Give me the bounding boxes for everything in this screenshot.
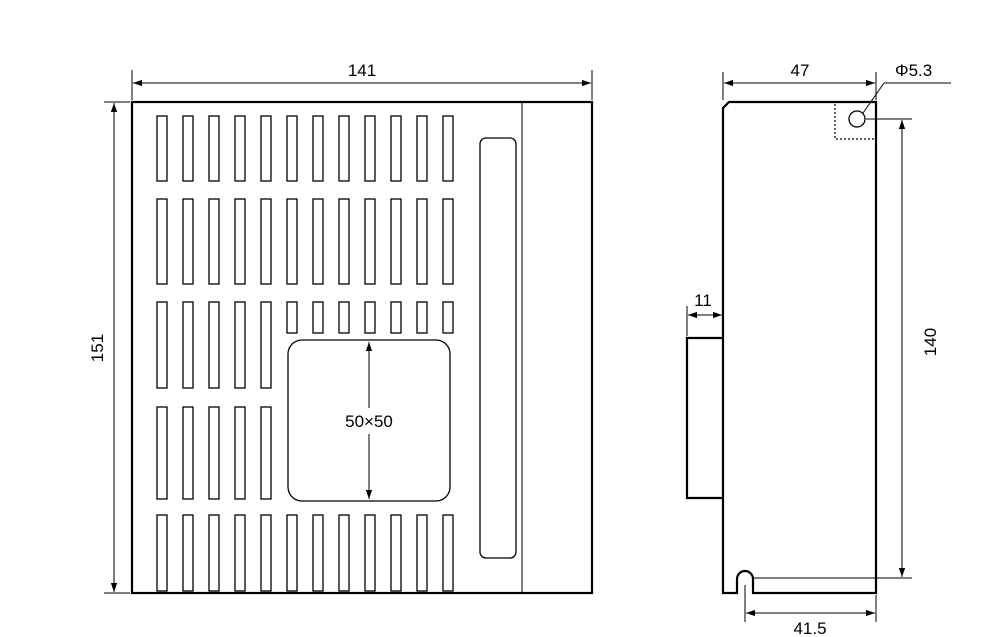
vent-slot xyxy=(156,301,168,389)
vent-slot xyxy=(338,514,350,592)
vent-slot xyxy=(182,115,194,182)
vent-slot xyxy=(260,514,272,592)
vent-slot xyxy=(338,198,350,285)
vent-slot xyxy=(208,301,220,389)
vent-slot xyxy=(260,406,272,500)
vent-slot xyxy=(208,198,220,285)
vent-slot xyxy=(156,115,168,182)
vent-slot xyxy=(234,514,246,592)
vent-slot xyxy=(338,115,350,182)
vent-slot xyxy=(286,115,298,182)
vent-slot xyxy=(364,198,376,285)
vent-slot xyxy=(390,514,402,592)
vent-slot xyxy=(442,198,454,285)
vent-slot xyxy=(208,406,220,500)
vent-slot xyxy=(312,115,324,182)
vent-slot xyxy=(156,406,168,500)
window-label-bg xyxy=(334,408,404,434)
vent-slot xyxy=(390,115,402,182)
vent-slots xyxy=(156,115,454,592)
vent-slot xyxy=(260,198,272,285)
vent-slot xyxy=(208,115,220,182)
height-label: 151 xyxy=(88,334,107,362)
side-view: 47 Φ5.3 140 11 41.5 xyxy=(685,61,951,637)
depth-label: 47 xyxy=(791,61,810,80)
vent-slot xyxy=(442,301,454,334)
vent-slot xyxy=(208,514,220,592)
hole-diameter-label: Φ5.3 xyxy=(895,61,932,80)
hole-leader-line xyxy=(862,82,885,114)
front-long-slot xyxy=(479,137,517,559)
window-size-label: 50×50 xyxy=(345,412,393,431)
vent-slot xyxy=(364,514,376,592)
vent-slot xyxy=(312,198,324,285)
vent-slot xyxy=(182,198,194,285)
vent-slot xyxy=(260,301,272,389)
vent-slot xyxy=(442,514,454,592)
front-body-outline xyxy=(130,100,594,595)
side-body-outline xyxy=(721,100,878,595)
vent-slot xyxy=(390,198,402,285)
vent-slot xyxy=(364,301,376,334)
vent-slot xyxy=(416,115,428,182)
vent-slot xyxy=(156,514,168,592)
vent-slot xyxy=(182,406,194,500)
vent-slot xyxy=(364,115,376,182)
slot-offset-label: 41.5 xyxy=(793,619,826,637)
vent-slot xyxy=(312,514,324,592)
vent-slot xyxy=(182,301,194,389)
vent-slot xyxy=(234,406,246,500)
vent-slot xyxy=(286,198,298,285)
vent-slot xyxy=(286,301,298,334)
vent-slot xyxy=(416,514,428,592)
offset-label: 11 xyxy=(694,291,712,310)
vent-slot xyxy=(234,301,246,389)
mounting-hole xyxy=(848,110,866,128)
hole-dotted-outline xyxy=(834,104,874,140)
width-label: 141 xyxy=(348,61,376,80)
spacing-label: 140 xyxy=(921,328,940,356)
vent-slot xyxy=(234,115,246,182)
vent-slot xyxy=(312,301,324,334)
display-window xyxy=(287,339,451,502)
vent-slot xyxy=(182,514,194,592)
vent-slot xyxy=(156,198,168,285)
vent-slot xyxy=(234,198,246,285)
vent-slot xyxy=(390,301,402,334)
connector-block xyxy=(685,336,723,500)
vent-slot xyxy=(260,115,272,182)
vent-slot xyxy=(338,301,350,334)
vent-slot xyxy=(416,198,428,285)
vent-slot xyxy=(442,115,454,182)
front-view: 50×50 141 151 xyxy=(88,61,594,595)
vent-slot xyxy=(286,514,298,592)
vent-slot xyxy=(416,301,428,334)
